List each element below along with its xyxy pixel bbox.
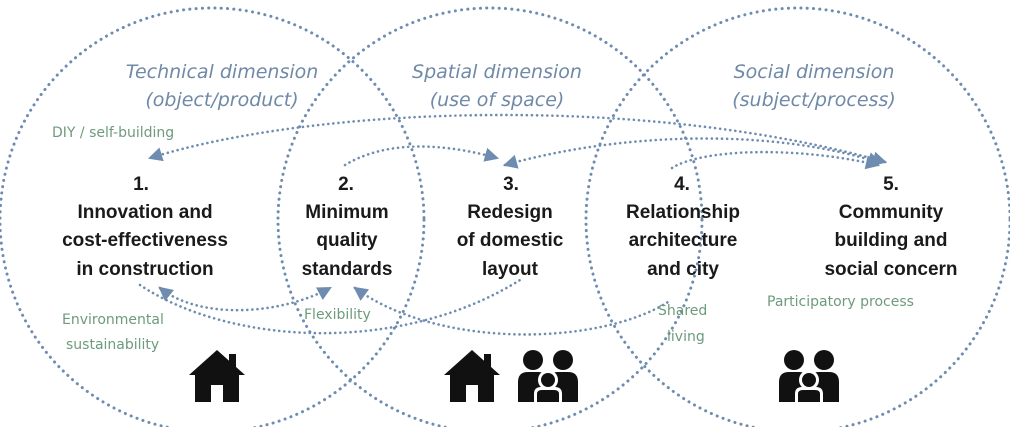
environmental-label-line1: Environmental [62,312,164,328]
environmental-link [158,286,332,312]
concept-4-line1: Relationship [626,202,740,223]
concept-4: 4. Relationship architecture and city [626,174,740,280]
dimension-labels: Technical dimension (object/product) Spa… [126,61,896,111]
concept-3: 3. Redesign of domestic layout [457,174,564,280]
concept-1-number: 1. [133,174,149,195]
concept-3-line3: layout [482,259,539,280]
relation-links [138,113,888,336]
concept-3-number: 3. [503,174,519,195]
dimension-circles [0,6,1010,427]
social-dimension-title: Social dimension [734,61,895,83]
concept-2-number: 2. [338,174,354,195]
concept-1-line1: Innovation and [77,202,212,223]
link-3-to-5 [502,137,883,169]
concept-2-line3: standards [302,259,393,280]
concept-5-line1: Community [839,202,944,223]
concept-5: 5. Community building and social concern [824,174,957,280]
concept-3-line2: of domestic [457,230,564,251]
concept-3-line1: Redesign [467,202,553,223]
technical-dimension-title: Technical dimension [126,61,319,83]
technical-dimension-subtitle: (object/product) [145,89,298,111]
concept-1-line2: cost-effectiveness [62,230,228,251]
house-icon [189,350,245,402]
concept-1: 1. Innovation and cost-effectiveness in … [62,174,228,280]
relation-labels: DIY / self-building Environmental sustai… [52,125,914,353]
social-dimension-subtitle: (subject/process) [732,89,896,111]
concept-2: 2. Minimum quality standards [302,174,393,280]
concept-4-line3: and city [647,259,719,280]
environmental-label-line2: sustainability [66,337,159,353]
concept-5-line2: building and [835,230,948,251]
link-2-to-3 [343,145,500,167]
participatory-process-label: Participatory process [767,294,914,310]
house-icon [444,350,500,402]
flexibility-link [138,278,522,335]
flexibility-label: Flexibility [304,307,371,323]
shared-living-label-line2: living [667,329,705,345]
link-4-to-5 [670,150,881,170]
diy-label: DIY / self-building [52,125,174,141]
concept-5-number: 5. [883,174,899,195]
family-icon [518,350,578,402]
concept-1-line3: in construction [76,259,213,280]
concept-2-line2: quality [316,230,378,251]
concept-2-line1: Minimum [305,202,388,223]
diy-link [147,113,888,166]
spatial-circle [276,6,704,427]
concept-4-number: 4. [674,174,690,195]
concept-5-line3: social concern [824,259,957,280]
shared-living-label-line1: Shared [658,303,707,319]
spatial-dimension-title: Spatial dimension [412,61,582,83]
family-icon [779,350,839,402]
concept-4-line2: architecture [629,230,738,251]
spatial-dimension-subtitle: (use of space) [430,89,565,111]
technical-circle [0,6,426,427]
